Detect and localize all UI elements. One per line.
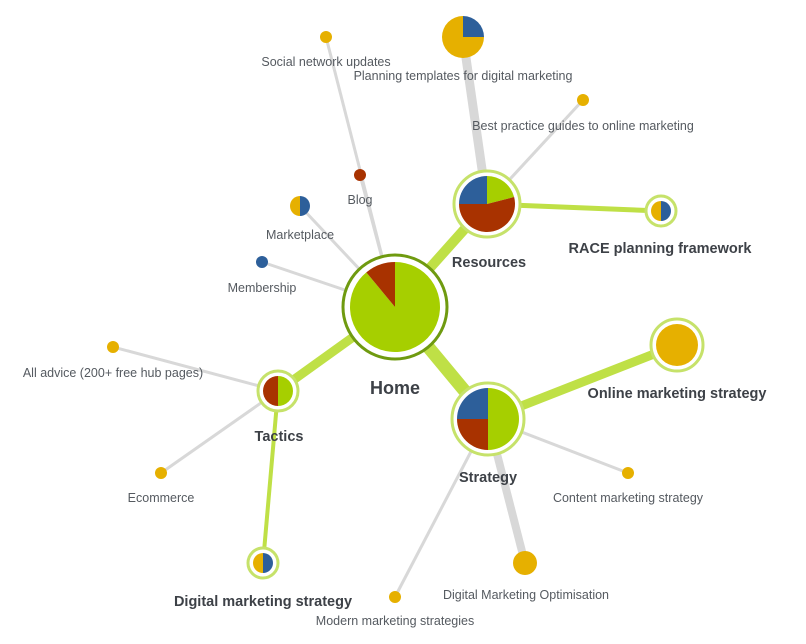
pie-slice-resources-1 [459,197,516,233]
pie-slice-home-1 [366,262,395,307]
node-bestpractice[interactable] [577,94,589,106]
node-planning[interactable] [442,16,484,58]
pie-slice-tactics-0 [278,376,293,406]
pie-slice-modern-0 [389,591,401,603]
node-blog[interactable] [354,169,366,181]
pie-slice-planning-0 [463,16,484,37]
pie-slice-online-0 [656,324,698,366]
node-label-marketplace[interactable]: Marketplace [266,228,334,242]
pie-slice-blog-0 [354,169,366,181]
node-home[interactable] [341,253,449,361]
pie-slice-strategy-0 [488,388,519,450]
node-label-dmo[interactable]: Digital Marketing Optimisation [443,588,609,602]
pie-slice-bestpractice-0 [577,94,589,106]
nodes-layer [107,16,705,603]
node-label-online[interactable]: Online marketing strategy [588,386,767,402]
node-content[interactable] [622,467,634,479]
node-label-modern[interactable]: Modern marketing strategies [316,614,474,628]
node-label-resources[interactable]: Resources [452,255,526,271]
pie-slice-ecommerce-0 [155,467,167,479]
node-label-home[interactable]: Home [370,378,420,398]
node-membership[interactable] [256,256,268,268]
node-label-tactics[interactable]: Tactics [255,429,304,445]
pie-slice-dmo-0 [513,551,537,575]
node-modern[interactable] [389,591,401,603]
pie-slice-race-1 [651,201,661,221]
node-digital[interactable] [246,546,280,580]
pie-slice-race-0 [661,201,671,221]
pie-slice-membership-0 [256,256,268,268]
node-label-content[interactable]: Content marketing strategy [553,491,704,505]
pie-slice-resources-2 [459,176,487,204]
node-marketplace[interactable] [290,196,310,216]
edge-tactics-alladvice [112,345,279,393]
node-tactics[interactable] [256,369,300,413]
node-social[interactable] [320,31,332,43]
pie-slice-strategy-1 [457,419,488,450]
pie-slice-resources-0 [487,176,515,204]
edge-tactics-ecommerce [160,389,279,475]
pie-slice-tactics-1 [263,376,278,406]
node-label-race[interactable]: RACE planning framework [569,241,753,257]
pie-slice-strategy-2 [457,388,488,419]
pie-slice-content-0 [622,467,634,479]
node-resources[interactable] [452,169,522,239]
pie-slice-marketplace-0 [300,196,310,216]
node-race[interactable] [644,194,678,228]
pie-slice-digital-1 [253,553,263,573]
pie-slice-digital-0 [263,553,273,573]
node-label-social[interactable]: Social network updates [261,55,390,69]
node-label-ecommerce[interactable]: Ecommerce [128,491,195,505]
edge-tactics-digital [261,390,280,564]
pie-slice-planning-1 [442,16,484,58]
node-label-planning[interactable]: Planning templates for digital marketing [354,69,573,83]
node-strategy[interactable] [450,381,526,457]
node-label-digital[interactable]: Digital marketing strategy [174,594,352,610]
node-alladvice[interactable] [107,341,119,353]
node-ecommerce[interactable] [155,467,167,479]
node-label-membership[interactable]: Membership [228,281,297,295]
node-label-alladvice[interactable]: All advice (200+ free hub pages) [23,366,203,380]
node-label-bestpractice[interactable]: Best practice guides to online marketing [472,119,694,133]
pie-slice-marketplace-1 [290,196,300,216]
node-label-strategy[interactable]: Strategy [459,470,517,486]
node-online[interactable] [649,317,705,373]
pie-slice-alladvice-0 [107,341,119,353]
node-dmo[interactable] [513,551,537,575]
node-label-blog[interactable]: Blog [347,193,372,207]
pie-slice-social-0 [320,31,332,43]
